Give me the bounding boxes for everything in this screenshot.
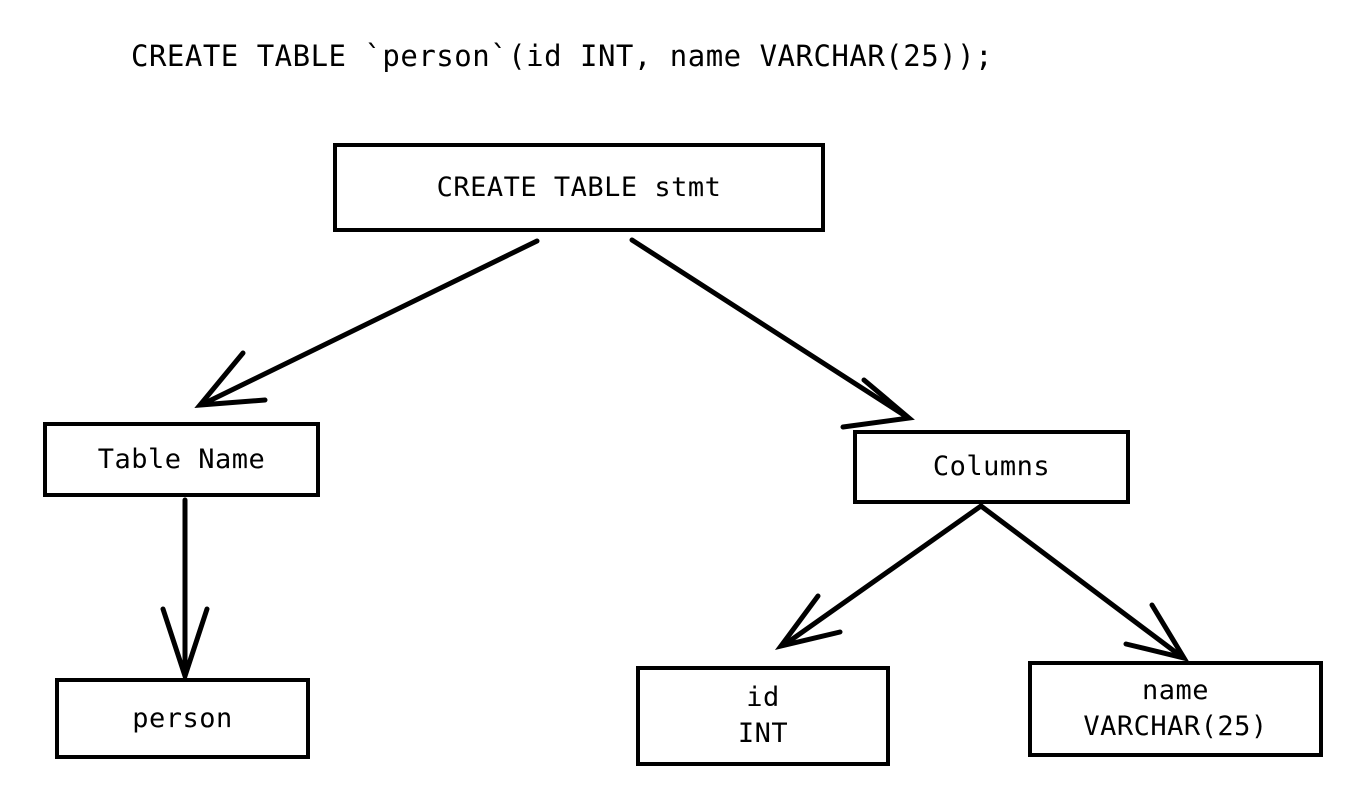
node-column-name-type: VARCHAR(25) (1083, 711, 1268, 742)
node-columns-label: Columns (932, 451, 1051, 482)
node-column-name[interactable]: name VARCHAR(25) (1028, 661, 1323, 757)
node-column-id[interactable]: id INT (636, 666, 890, 766)
edge-table-name-to-person (160, 497, 210, 685)
node-table-name[interactable]: Table Name (43, 422, 320, 497)
sql-statement-caption: CREATE TABLE `person`(id INT, name VARCH… (131, 39, 994, 73)
node-columns[interactable]: Columns (853, 430, 1130, 504)
node-person[interactable]: person (55, 678, 310, 759)
node-root-label: CREATE TABLE stmt (436, 171, 722, 203)
node-column-id-type: INT (737, 718, 789, 749)
node-column-name-name: name (1141, 675, 1210, 706)
node-person-label: person (132, 702, 233, 734)
edge-columns-to-column-name (978, 503, 1190, 662)
edge-root-to-table-name (194, 238, 540, 408)
node-table-name-label: Table Name (97, 443, 266, 475)
edge-root-to-columns (629, 237, 915, 430)
edge-columns-to-column-id (774, 503, 984, 651)
node-column-id-name: id (746, 682, 780, 713)
node-create-table-stmt[interactable]: CREATE TABLE stmt (333, 143, 825, 232)
